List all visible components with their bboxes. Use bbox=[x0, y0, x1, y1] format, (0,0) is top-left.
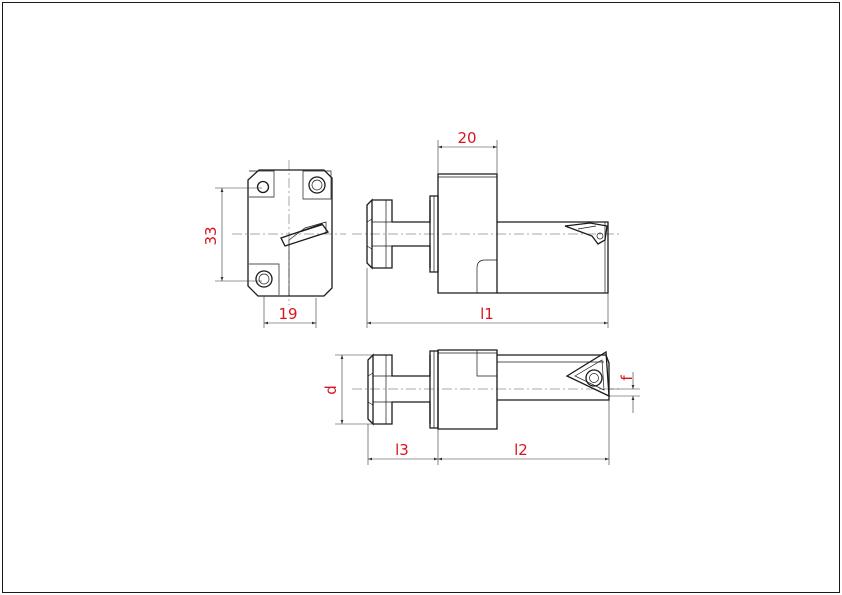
side-view-bottom bbox=[335, 349, 640, 465]
dimension-20-label: 20 bbox=[457, 129, 476, 147]
side-view-top bbox=[352, 140, 622, 328]
dimension-l2-label: l2 bbox=[514, 441, 528, 459]
dimension-d-label: d bbox=[322, 385, 340, 395]
dimension-33-label: 33 bbox=[202, 226, 220, 245]
dimension-f-label: f bbox=[618, 375, 636, 381]
end-view bbox=[215, 160, 346, 328]
dimension-l1-label: l1 bbox=[480, 305, 494, 323]
dimension-19-label: 19 bbox=[278, 305, 297, 323]
dimension-l3-label: l3 bbox=[395, 441, 409, 459]
